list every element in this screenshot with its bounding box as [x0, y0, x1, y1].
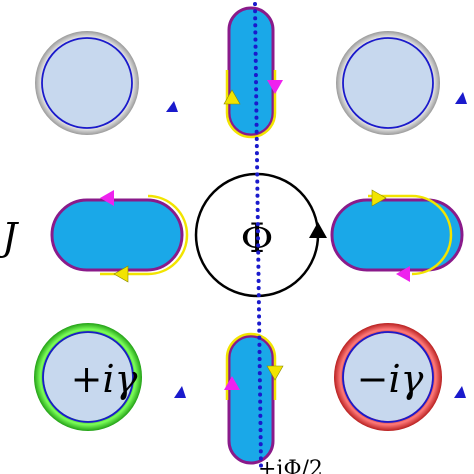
coupler-top: [223, 6, 283, 139]
magenta-arrow-icon: [396, 266, 410, 282]
ring-arrow-icon: [454, 386, 466, 398]
ring-gain: +iγ: [34, 323, 186, 431]
ring-mode-path: [342, 331, 434, 423]
ring-mode-path: [342, 37, 434, 129]
phase-cut-line: [253, 2, 263, 468]
flux-arrow-icon: [309, 222, 327, 238]
yellow-arrow-icon: [113, 265, 129, 283]
coupler-bottom: [224, 332, 284, 465]
ring-arrow-icon: [174, 386, 186, 398]
ring-arrow-icon: [455, 92, 467, 104]
ring-top-right: [336, 31, 467, 135]
yellow-arrow-icon: [371, 189, 387, 207]
magenta-arrow-icon: [267, 80, 283, 94]
coupler-right: [330, 189, 464, 282]
gain-label: +iγ: [71, 357, 138, 401]
coupling-label: J: [0, 215, 19, 259]
phase-label: +iΦ/2: [258, 457, 323, 474]
ring-mode-path: [42, 331, 134, 423]
coupler-left: [50, 190, 189, 283]
yellow-arrow-icon: [266, 365, 284, 381]
yellow-arrow-icon: [223, 89, 241, 105]
ring-loss: −iγ: [334, 323, 466, 431]
loss-label: −iγ: [357, 357, 424, 401]
magenta-arrow-icon: [224, 376, 240, 390]
ring-arrow-icon: [166, 101, 178, 112]
ring-mode-path: [41, 37, 133, 129]
magenta-arrow-icon: [100, 190, 114, 206]
flux-loop: Φ: [194, 172, 327, 298]
ring-top-left: [35, 31, 178, 135]
